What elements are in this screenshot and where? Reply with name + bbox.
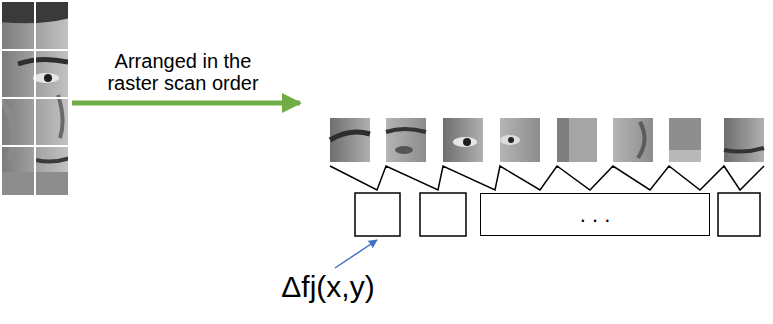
patch-row: [330, 118, 764, 162]
empty-boxes: [355, 193, 760, 236]
sequence-box: . . .: [480, 193, 710, 236]
leader-arrow: [335, 240, 377, 268]
face-image: [2, 2, 68, 195]
ellipsis-text: . . .: [580, 202, 611, 228]
arrow-label: Arranged in the raster scan order: [88, 50, 278, 94]
arrow: [72, 101, 300, 106]
v-connectors: [330, 166, 764, 190]
symbol-label: Δfj(x,y): [228, 270, 428, 303]
grid-lines: [2, 2, 68, 195]
